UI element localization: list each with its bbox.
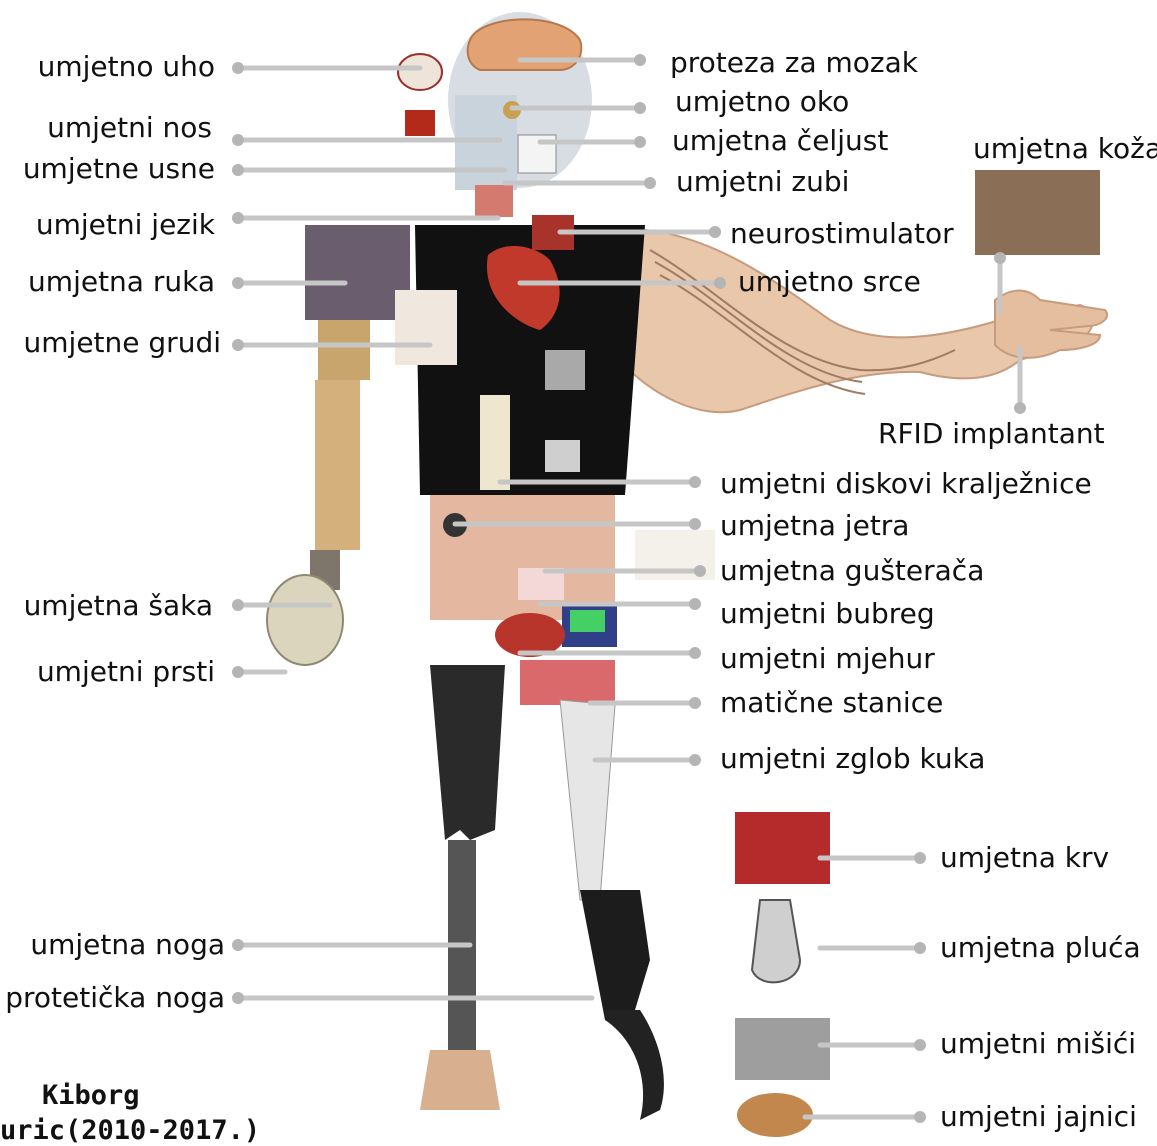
bladder-implant	[495, 613, 565, 657]
hip-implant-leg	[560, 700, 615, 900]
label-prosthetic-leg: protetička noga	[5, 984, 225, 1012]
label-lungs: umjetna pluća	[940, 934, 1141, 962]
label-teeth: umjetni zubi	[676, 168, 849, 196]
label-stem: matične stanice	[720, 689, 943, 717]
dialysis-screen	[570, 610, 605, 632]
label-lips: umjetne usne	[23, 155, 215, 183]
mechanical-forearm	[315, 380, 360, 550]
label-breasts: umjetne grudi	[24, 329, 221, 357]
hand-palm	[995, 291, 1107, 358]
label-leg: umjetna noga	[30, 931, 225, 959]
mechanical-hand	[267, 575, 343, 665]
label-tongue: umjetni jezik	[36, 211, 215, 239]
label-blood: umjetna krv	[940, 844, 1109, 872]
label-pancreas: umjetna gušterača	[720, 557, 984, 585]
skin-image	[975, 170, 1100, 255]
label-ovaries: umjetni jajnici	[940, 1103, 1137, 1131]
ovary-image	[737, 1093, 813, 1137]
label-skin: umjetna koža	[973, 135, 1157, 163]
label-jaw: umjetna čeljust	[672, 127, 888, 155]
label-hip: umjetni zglob kuka	[720, 745, 985, 773]
tongue-implant	[475, 185, 513, 217]
nose-implant	[405, 110, 435, 136]
label-ear: umjetno uho	[38, 53, 215, 81]
label-neurostim: neurostimulator	[730, 220, 954, 248]
lung-image	[752, 900, 800, 982]
spine-implant	[480, 395, 510, 490]
label-nose: umjetni nos	[47, 114, 212, 142]
label-fingers: umjetni prsti	[37, 658, 215, 686]
ear-implant	[398, 54, 442, 90]
label-kidney: umjetni bubreg	[720, 600, 935, 628]
breast-implant	[395, 290, 457, 365]
mechanical-upper-arm	[318, 320, 370, 380]
label-heart: umjetno srce	[738, 268, 921, 296]
stem-cells	[520, 660, 615, 705]
label-arm: umjetna ruka	[28, 268, 215, 296]
label-spine: umjetni diskovi kralježnice	[720, 470, 1092, 498]
credit-author: uric(2010-2017.)	[0, 1115, 260, 1146]
label-eye: umjetno oko	[675, 88, 849, 116]
mechanical-heart	[545, 350, 585, 390]
label-brain: proteza za mozak	[670, 49, 918, 77]
chest-device	[545, 440, 580, 472]
label-hand: umjetna šaka	[24, 592, 213, 620]
blood-image	[735, 812, 830, 884]
prosthetic-leg-left	[430, 665, 505, 840]
credit-title: Kiborg	[42, 1080, 140, 1111]
label-muscles: umjetni mišići	[940, 1030, 1136, 1058]
mechanical-shoulder	[305, 225, 410, 320]
label-bladder: umjetni mjehur	[720, 645, 935, 673]
prosthetic-foot-left	[420, 1050, 500, 1110]
label-liver: umjetna jetra	[720, 512, 909, 540]
label-rfid: RFID implantant	[878, 420, 1105, 448]
blade-foot	[605, 1010, 664, 1120]
muscle-image	[735, 1018, 830, 1080]
